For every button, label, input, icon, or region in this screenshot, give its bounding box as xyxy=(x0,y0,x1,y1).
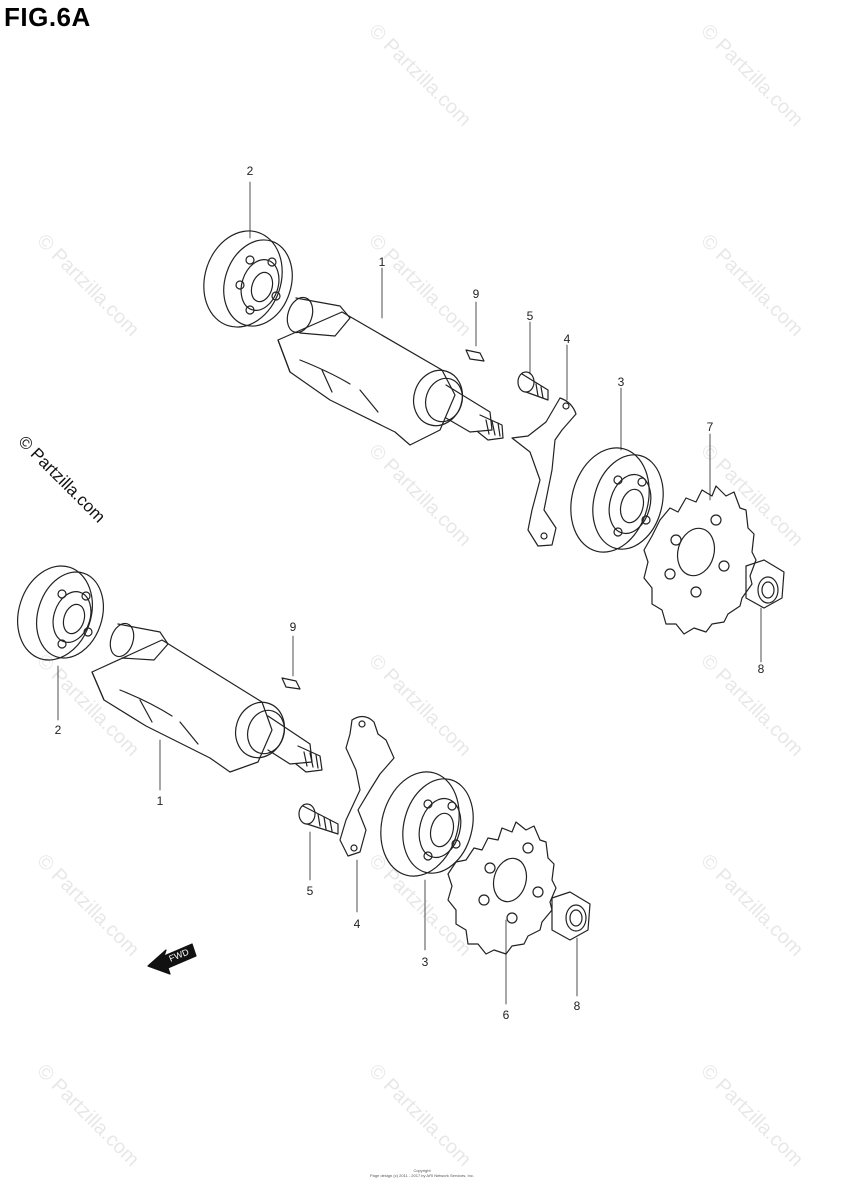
callout-upper-1: 1 xyxy=(378,255,386,269)
balancer-shaft-upper-1 xyxy=(277,296,504,446)
callout-lower-1: 1 xyxy=(156,794,164,808)
leader-lines-lower xyxy=(57,635,578,1005)
callout-lower-9: 9 xyxy=(289,620,297,634)
callout-upper-3: 3 xyxy=(617,375,625,389)
gear-lower-6 xyxy=(447,821,557,955)
plate-hole xyxy=(358,720,366,728)
callout-upper-4: 4 xyxy=(563,332,571,346)
copyright-line-2: Page design (c) 2011 - 2017 by ARI Netwo… xyxy=(370,1173,474,1178)
callout-upper-2: 2 xyxy=(246,164,254,178)
bolt-upper-5 xyxy=(517,371,549,401)
callout-lower-4: 4 xyxy=(353,917,361,931)
callout-upper-8: 8 xyxy=(757,662,765,676)
bearing-lower-3 xyxy=(380,771,474,877)
callout-lower-2: 2 xyxy=(54,723,62,737)
callout-lower-3: 3 xyxy=(421,955,429,969)
callout-upper-9: 9 xyxy=(472,287,480,301)
gear-upper-7 xyxy=(643,485,757,635)
bearing-upper-3 xyxy=(570,447,664,553)
callout-lower-6: 6 xyxy=(502,1008,510,1022)
callout-lower-5: 5 xyxy=(306,884,314,898)
plate-lower-4 xyxy=(339,715,395,857)
callout-upper-5: 5 xyxy=(526,309,534,323)
fwd-arrow: FWD xyxy=(147,943,197,975)
nut-lower-8 xyxy=(551,891,591,941)
plate-hole xyxy=(540,532,548,540)
balancer-shaft-lower-1 xyxy=(91,622,323,773)
bolt-lower-5 xyxy=(298,803,339,835)
copyright-footer: Copyright Page design (c) 2011 - 2017 by… xyxy=(0,1168,844,1178)
key-upper-9 xyxy=(465,349,485,362)
callout-lower-8: 8 xyxy=(573,999,581,1013)
bearing-upper-2 xyxy=(203,230,293,328)
callout-upper-7: 7 xyxy=(706,420,714,434)
plate-hole xyxy=(562,402,570,410)
leader-lines-upper xyxy=(249,181,762,663)
bearing-lower-2 xyxy=(17,565,104,661)
copyright-line-1: Copyright xyxy=(413,1168,431,1173)
nut-upper-8 xyxy=(745,559,785,609)
key-lower-9 xyxy=(281,677,301,690)
plate-upper-4 xyxy=(511,397,577,547)
figure-title: FIG.6A xyxy=(4,2,91,32)
plate-hole xyxy=(350,844,358,852)
